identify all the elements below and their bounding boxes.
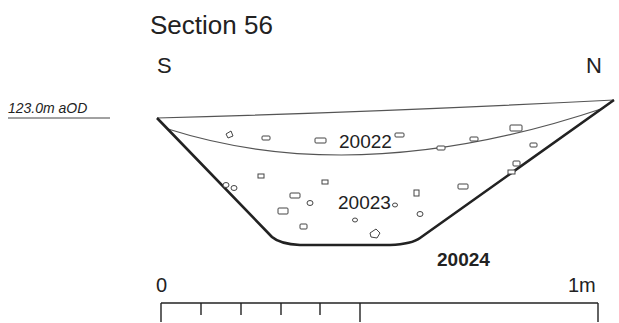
datum-level: 123.0m aOD [8, 101, 87, 115]
orientation-label: S [157, 55, 172, 77]
cut-outline [157, 100, 614, 245]
section-title: Section 56 [150, 12, 273, 38]
orientation-label: N [586, 55, 602, 77]
stone-inclusions [223, 125, 537, 238]
scale-label: 1m [568, 275, 596, 295]
layer-boundary [168, 108, 604, 155]
scale-bar [161, 303, 598, 322]
context-number: 20023 [338, 193, 391, 212]
datum-underline [8, 118, 110, 119]
context-number: 20022 [339, 132, 392, 151]
cut-number: 20024 [437, 250, 490, 269]
scale-label: 0 [156, 275, 167, 295]
ground-surface [157, 100, 614, 118]
